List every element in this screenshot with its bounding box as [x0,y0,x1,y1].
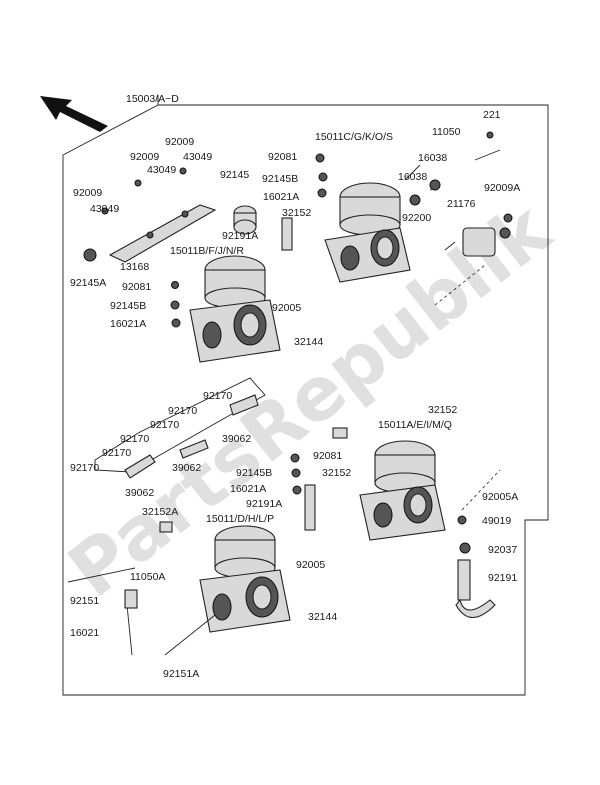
label-16021a-a: 16021A [263,191,299,203]
label-92191: 92191 [488,572,517,584]
label-92009-b: 92009 [130,151,159,163]
label-92151: 92151 [70,595,99,607]
assembly-frame [62,104,549,696]
carburetor-lower-left [199,525,291,633]
screw-16021 [126,604,133,656]
tube-group-outline [94,377,266,473]
label-92005-a: 92005 [272,302,301,314]
label-16038-a: 16038 [418,152,447,164]
label-92145b-a: 92145B [262,173,298,185]
label-39062-a: 39062 [222,433,251,445]
label-15011b: 15011B/F/J/N/R [170,245,244,257]
label-92009a: 92009A [484,182,520,194]
label-92145: 92145 [220,169,249,181]
label-16021a-b: 16021A [110,318,146,330]
label-92009-a: 92009 [165,136,194,148]
label-92170-2: 92170 [168,405,197,417]
label-15003: 15003/A~D [126,93,179,105]
label-221: 221 [483,109,501,121]
label-32152-c: 32152 [322,467,351,479]
label-92170-4: 92170 [120,433,149,445]
spring-16021 [124,589,138,609]
link-bracket [108,204,217,263]
label-92009-c: 92009 [73,187,102,199]
label-39062-b: 39062 [172,462,201,474]
label-39062-c: 39062 [125,487,154,499]
label-32152a: 32152A [142,506,178,518]
label-21176: 21176 [447,198,476,210]
boot-92145 [233,205,257,235]
label-92191a: 92191A [222,230,258,242]
label-11050: 11050 [432,126,461,138]
label-92081-a: 92081 [268,151,297,163]
label-15011a: 15011A/E/I/M/Q [378,419,452,431]
pipe-32152a [159,521,173,533]
label-92037: 92037 [488,544,517,556]
pipe-32152 [332,427,348,439]
screw-92151 [67,567,136,583]
label-92200: 92200 [402,212,431,224]
label-92081-b: 92081 [122,281,151,293]
label-92170-3: 92170 [150,419,179,431]
label-13168: 13168 [120,261,149,273]
label-11050a: 11050A [130,571,165,583]
label-32144-b: 32144 [308,611,337,623]
label-92145b-b: 92145B [110,300,146,312]
carburetor-upper-left [189,255,281,363]
carburetor-lower-right [359,440,446,541]
label-92170-6: 92170 [70,462,99,474]
label-92151a: 92151A [163,668,199,680]
label-92170-1: 92170 [203,390,232,402]
label-43049-c: 43049 [90,203,119,215]
front-direction-arrow-icon [40,96,108,132]
label-15011d: 15011/D/H/L/P [206,513,274,525]
label-15011c: 15011C/G/K/O/S [315,131,393,143]
label-92145b-c: 92145B [236,467,272,479]
label-32152-b: 32152 [428,404,457,416]
label-32152-a: 32152 [282,207,311,219]
label-92005-b: 92005 [296,559,325,571]
label-49019: 49019 [482,515,511,527]
label-92005a: 92005A [482,491,518,503]
fuel-hose [455,559,496,619]
label-43049-a: 43049 [183,151,212,163]
label-92145a: 92145A [70,277,106,289]
label-92170-5: 92170 [102,447,131,459]
label-32144-a: 32144 [294,336,323,348]
label-16021: 16021 [70,627,99,639]
label-16021a-c: 16021A [230,483,266,495]
label-92191a-b: 92191A [246,498,282,510]
label-43049-b: 43049 [147,164,176,176]
label-16038-b: 16038 [398,171,427,183]
pipe-92191a-lower [304,484,316,531]
carburetor-upper-right [324,182,411,283]
pipe-92191a [281,217,293,251]
screw-92151a [164,614,216,656]
label-92081-c: 92081 [313,450,342,462]
throttle-sensor [462,227,511,257]
